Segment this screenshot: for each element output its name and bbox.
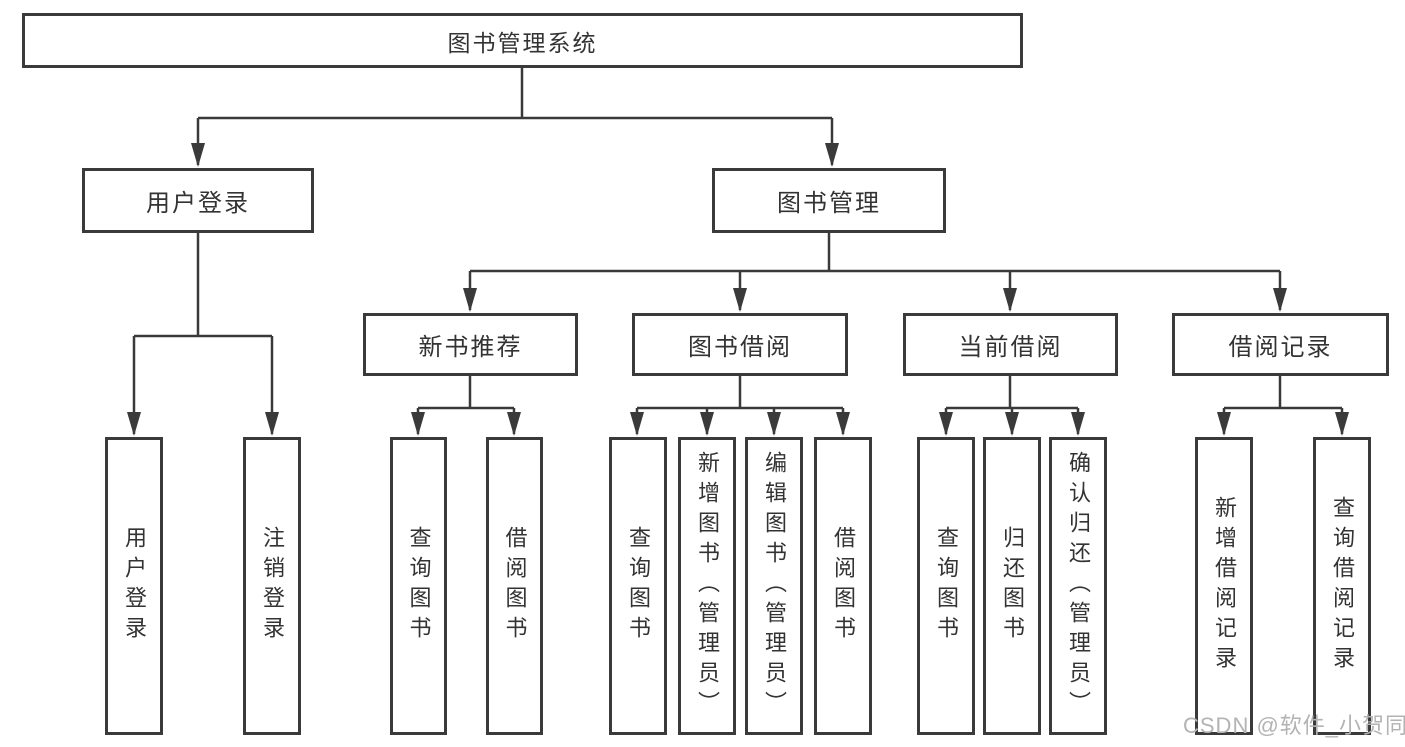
- node-label: 当前借阅: [958, 334, 1063, 361]
- connector-book-mgmt-trunk: [470, 233, 1280, 273]
- node-leaf-cb-confirm-return-admin: 确认归还（管理员）: [1049, 437, 1107, 735]
- node-label: 用户登录: [146, 190, 250, 217]
- node-label: 编辑图书（管理员）: [762, 451, 787, 721]
- connector-user-login-trunk: [134, 233, 272, 338]
- node-new-book-recommendation: 新书推荐: [363, 313, 578, 376]
- node-leaf-nbr-borrow-books: 借阅图书: [486, 437, 543, 735]
- connector-borrow-records-trunk: [1224, 376, 1342, 410]
- node-label: 新书推荐: [418, 334, 523, 361]
- node-current-borrowing: 当前借阅: [903, 313, 1118, 376]
- node-label: 确认归还（管理员）: [1066, 451, 1091, 721]
- node-leaf-logout: 注销登录: [243, 437, 301, 735]
- node-label: 查询图书: [626, 526, 651, 646]
- node-leaf-br-query-record: 查询借阅记录: [1313, 437, 1371, 735]
- node-book-borrowing: 图书借阅: [632, 313, 848, 376]
- node-leaf-cb-return-books: 归还图书: [983, 437, 1041, 735]
- node-label: 借阅记录: [1228, 334, 1333, 361]
- node-label: 查询图书: [934, 526, 959, 646]
- connector-root-trunk: [198, 68, 832, 120]
- node-user-login: 用户登录: [82, 168, 314, 233]
- node-label: 新增借阅记录: [1212, 496, 1237, 676]
- node-label: 借阅图书: [502, 526, 528, 646]
- connector-book-borrow-trunk: [637, 376, 843, 410]
- connector-new-book-rec-trunk: [418, 376, 514, 410]
- node-label: 图书管理: [777, 190, 881, 217]
- node-label: 借阅图书: [831, 526, 856, 646]
- node-leaf-bb-borrow-books: 借阅图书: [814, 437, 872, 735]
- node-label: 查询借阅记录: [1330, 496, 1355, 676]
- connector-current-borrow-trunk: [946, 376, 1078, 410]
- node-leaf-bb-add-books-admin: 新增图书（管理员）: [678, 437, 736, 735]
- node-library-management-system: 图书管理系统: [22, 13, 1023, 68]
- node-leaf-user-login: 用户登录: [105, 437, 163, 735]
- node-leaf-bb-edit-books-admin: 编辑图书（管理员）: [745, 437, 803, 735]
- node-label: 归还图书: [1000, 526, 1025, 646]
- node-label: 图书管理系统: [447, 29, 598, 56]
- csdn-watermark: CSDN @软件_小贺同学: [1183, 713, 1405, 738]
- node-label: 图书借阅: [688, 334, 792, 361]
- node-borrowing-records: 借阅记录: [1172, 313, 1389, 376]
- node-leaf-br-add-record: 新增借阅记录: [1195, 437, 1253, 735]
- node-label: 新增图书（管理员）: [695, 451, 720, 721]
- node-leaf-nbr-query-books: 查询图书: [390, 437, 447, 735]
- node-label: 查询图书: [406, 526, 432, 646]
- node-leaf-bb-query-books: 查询图书: [609, 437, 667, 735]
- node-label: 注销登录: [260, 526, 285, 646]
- node-leaf-cb-query-books: 查询图书: [917, 437, 975, 735]
- node-label: 用户登录: [122, 526, 147, 646]
- node-book-management: 图书管理: [712, 168, 946, 233]
